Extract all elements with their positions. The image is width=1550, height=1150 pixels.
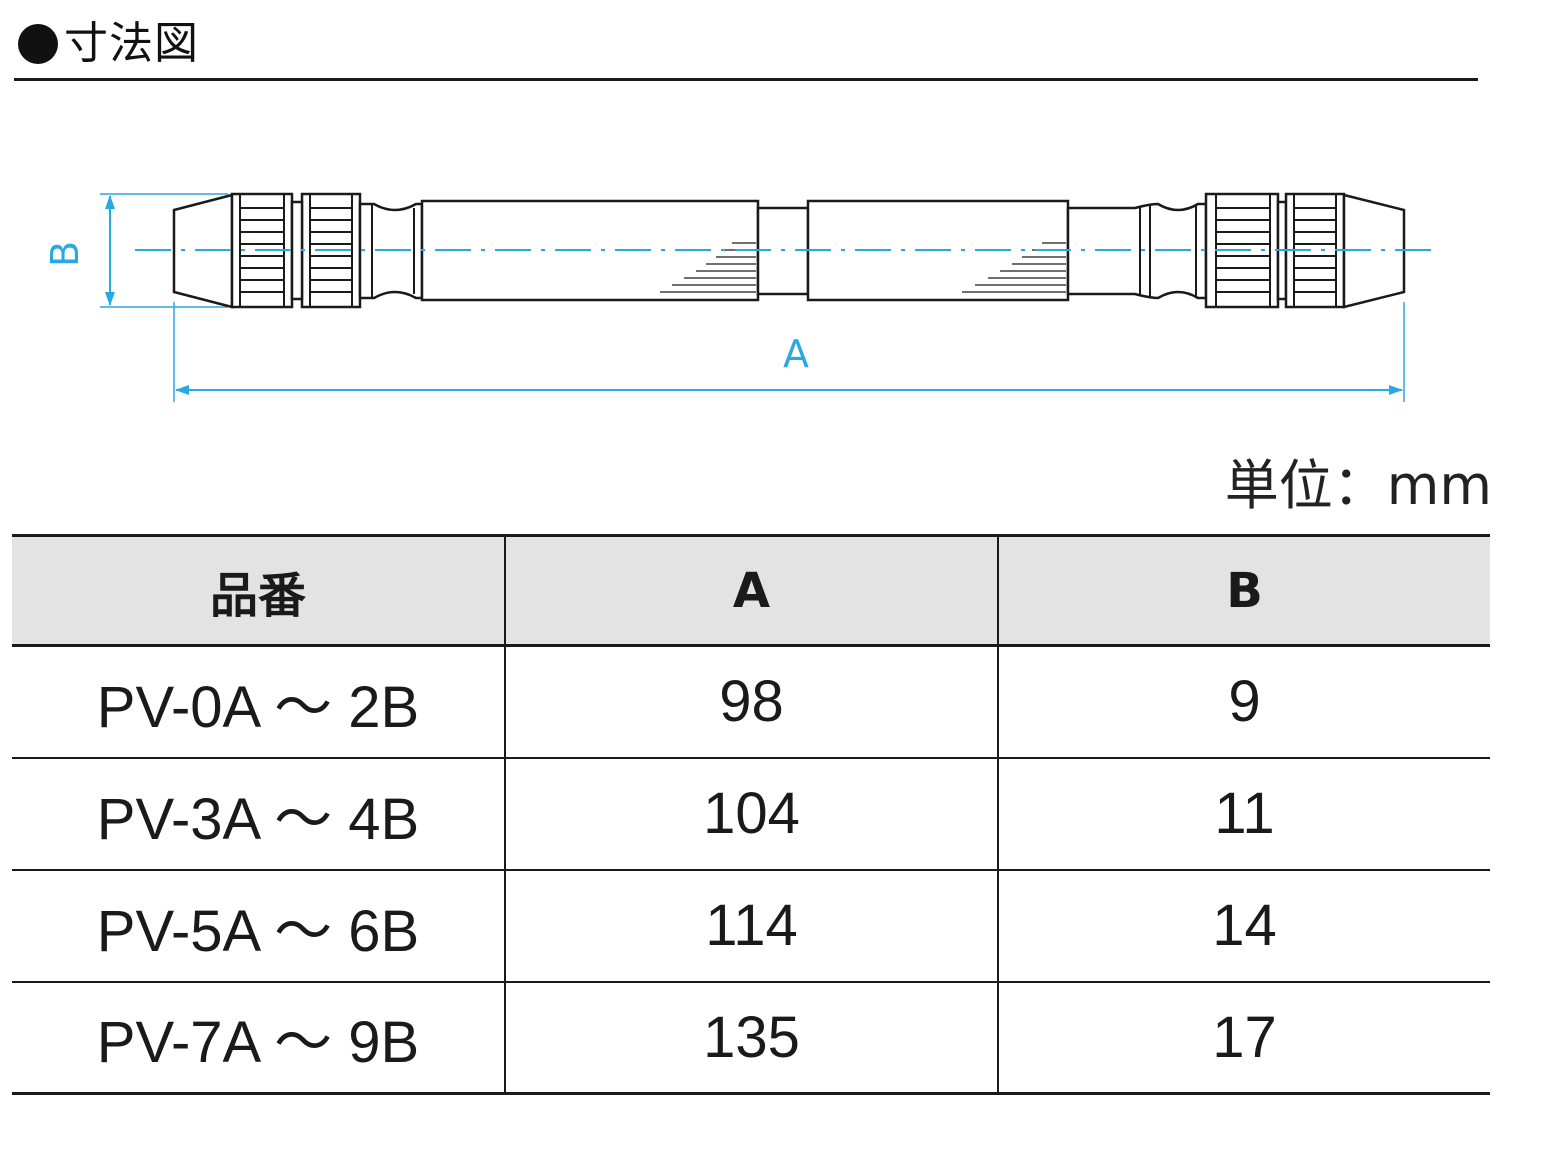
dimension-table: 品番 A B PV-0A ～ 2B 98 9 PV-3A ～ 4B 104 11… <box>12 534 1490 1095</box>
handle-shading <box>660 242 1066 293</box>
b-cell: 11 <box>997 757 1490 871</box>
table-row: PV-5A ～ 6B 114 14 <box>12 869 1490 983</box>
neck-groove-lines <box>371 204 1197 298</box>
b-cell: 17 <box>997 981 1490 1095</box>
column-header-model: 品番 <box>12 534 505 647</box>
column-header-b: B <box>997 534 1490 647</box>
a-cell: 104 <box>504 757 998 871</box>
unit-label: 単位：mm <box>1224 454 1492 517</box>
left-ring-gap <box>290 200 304 301</box>
dimension-a-label: A <box>783 332 809 376</box>
a-cell: 114 <box>504 869 998 983</box>
model-cell: PV-3A ～ 4B <box>12 757 505 871</box>
left-knurl-lines <box>239 194 353 307</box>
table-header-row: 品番 A B <box>12 534 1490 647</box>
right-chuck-nose <box>1342 193 1406 309</box>
column-header-a: A <box>504 534 998 647</box>
dimension-b-label: B <box>43 240 88 268</box>
model-cell: PV-7A ～ 9B <box>12 981 505 1095</box>
model-cell: PV-0A ～ 2B <box>12 645 505 759</box>
model-cell: PV-5A ～ 6B <box>12 869 505 983</box>
dimension-drawing: B A <box>0 150 1550 440</box>
section-header: 寸法図 <box>14 14 1478 82</box>
a-cell: 98 <box>504 645 998 759</box>
table-row: PV-7A ～ 9B 135 17 <box>12 981 1490 1095</box>
section-title: 寸法図 <box>64 18 199 69</box>
table-row: PV-3A ～ 4B 104 11 <box>12 757 1490 871</box>
b-cell: 9 <box>997 645 1490 759</box>
bullet-icon <box>18 24 58 64</box>
header-rule <box>14 78 1478 81</box>
a-cell: 135 <box>504 981 998 1095</box>
pin-vise-drawing <box>100 192 1440 402</box>
table-row: PV-0A ～ 2B 98 9 <box>12 645 1490 759</box>
b-cell: 14 <box>997 869 1490 983</box>
